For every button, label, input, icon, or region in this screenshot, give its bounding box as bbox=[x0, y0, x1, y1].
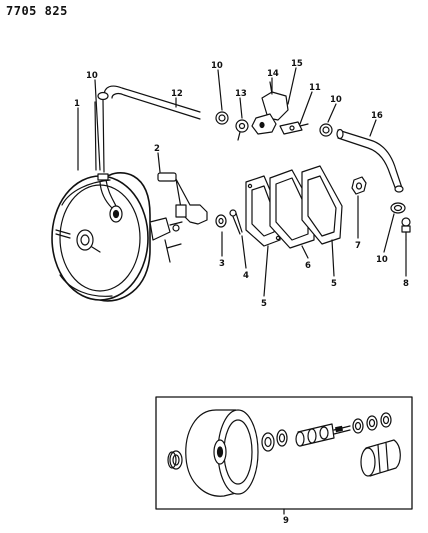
diaphragm bbox=[185, 409, 259, 497]
seal-ring-left bbox=[167, 450, 183, 470]
callout-10-left: 10 bbox=[86, 71, 98, 81]
callout-14: 14 bbox=[267, 69, 279, 79]
brake-booster-body bbox=[51, 172, 183, 302]
piston-rod bbox=[295, 423, 351, 447]
callout-7: 7 bbox=[355, 241, 361, 251]
boot-bellows bbox=[360, 439, 401, 477]
small-rings bbox=[352, 412, 392, 434]
leader-lines bbox=[77, 67, 407, 297]
nut-7 bbox=[351, 176, 367, 195]
callout-4: 4 bbox=[243, 271, 249, 281]
clamp-10-top bbox=[215, 111, 229, 125]
callout-13: 13 bbox=[235, 89, 247, 99]
callout-8: 8 bbox=[403, 279, 409, 289]
vacuum-hose-short bbox=[94, 99, 117, 209]
spacer-6 bbox=[269, 169, 315, 249]
callout-10-right: 10 bbox=[330, 95, 342, 105]
pin-4 bbox=[229, 209, 243, 235]
bracket-14 bbox=[261, 81, 289, 121]
vacuum-hose-12 bbox=[97, 85, 201, 120]
callout-5-lower: 5 bbox=[261, 299, 267, 309]
clamp-10-right bbox=[319, 123, 333, 137]
callout-1: 1 bbox=[74, 99, 80, 109]
washer-3 bbox=[215, 214, 227, 228]
check-valve-11 bbox=[279, 121, 309, 135]
callout-2: 2 bbox=[154, 144, 160, 154]
callout-12: 12 bbox=[171, 89, 183, 99]
callout-10-lower: 10 bbox=[376, 255, 388, 265]
callout-11: 11 bbox=[309, 83, 321, 93]
bolt-13 bbox=[235, 119, 249, 141]
connector-15 bbox=[251, 113, 277, 135]
bracket-bolt bbox=[157, 172, 208, 225]
clamp-10-lower bbox=[390, 202, 406, 214]
callout-3: 3 bbox=[219, 259, 225, 269]
vacuum-hose-16 bbox=[336, 128, 404, 193]
callout-10-top: 10 bbox=[211, 61, 223, 71]
seal-rings bbox=[261, 429, 288, 452]
callout-9: 9 bbox=[283, 516, 289, 526]
gasket-rear bbox=[301, 165, 343, 245]
callout-6: 6 bbox=[305, 261, 311, 271]
callout-16: 16 bbox=[371, 111, 383, 121]
fitting-8 bbox=[401, 217, 411, 241]
callout-5-right: 5 bbox=[331, 279, 337, 289]
repair-kit-inset bbox=[155, 396, 413, 515]
callout-labels: 1 2 3 4 5 5 6 7 8 9 10 10 10 10 11 12 13… bbox=[74, 59, 409, 526]
page-code: 7705 825 bbox=[6, 4, 68, 18]
callout-15: 15 bbox=[291, 59, 303, 69]
